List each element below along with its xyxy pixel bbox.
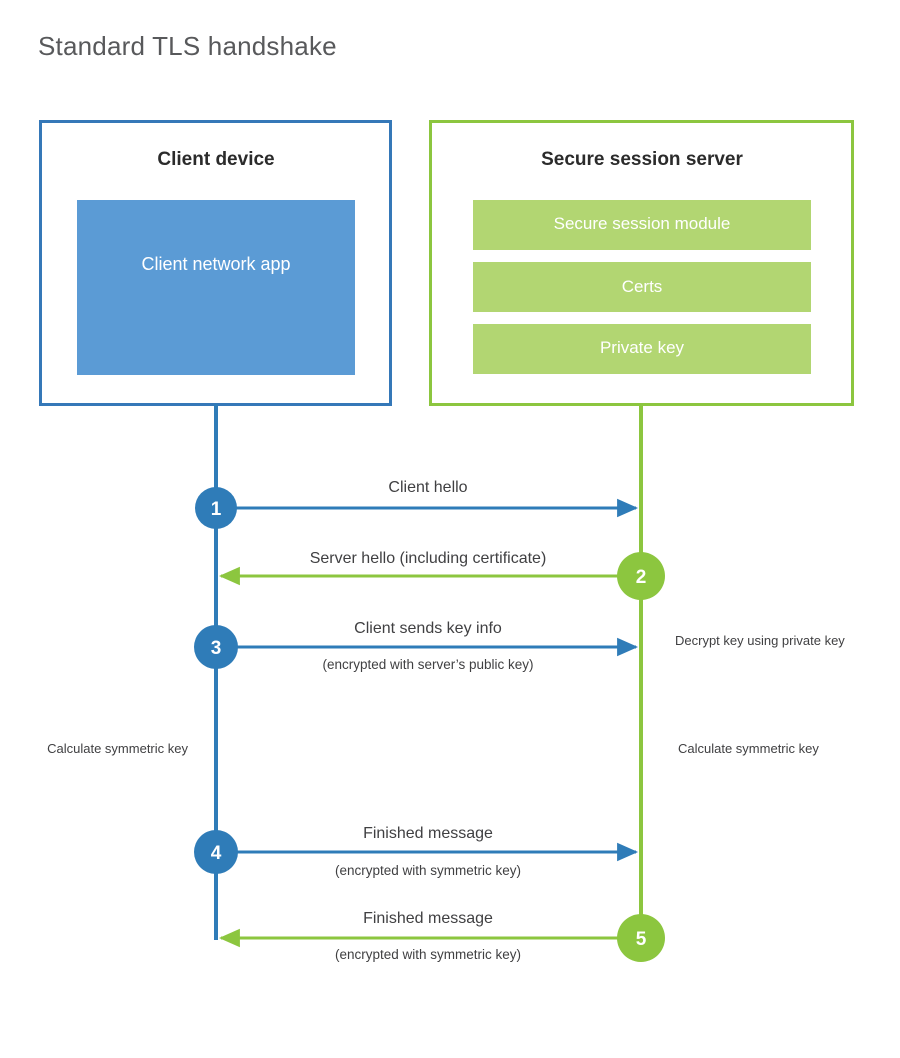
- step-label-4-sub: (encrypted with symmetric key): [334, 863, 522, 878]
- annotation-client-calculate-symmetric-key: Calculate symmetric key: [47, 741, 188, 756]
- step-marker-3: [194, 625, 238, 669]
- step-marker-2: [617, 552, 665, 600]
- server-item-block-0: [473, 200, 811, 250]
- step-number-2: 2: [635, 567, 647, 588]
- step-label-1-main: Client hello: [388, 479, 468, 496]
- step-label-2-main: Server hello (including certificate): [309, 550, 547, 567]
- step-label-5-main: Finished message: [363, 910, 493, 927]
- step-number-3: 3: [210, 638, 222, 659]
- server-item-block-1: [473, 262, 811, 312]
- step-number-1: 1: [210, 499, 222, 520]
- server-item-label-certs: Certs: [621, 277, 663, 296]
- step-label-5-sub: (encrypted with symmetric key): [334, 947, 522, 962]
- page-title: Standard TLS handshake: [38, 31, 337, 61]
- server-item-label-private-key: Private key: [599, 338, 685, 357]
- client-network-app-block: [77, 200, 355, 375]
- server-item-label-secure-session-module: Secure session module: [553, 214, 731, 233]
- step-marker-5: [617, 914, 665, 962]
- step-number-4: 4: [210, 843, 222, 864]
- annotation-server-calculate-symmetric-key: Calculate symmetric key: [678, 741, 819, 756]
- step-label-3-sub: (encrypted with server’s public key): [322, 657, 534, 672]
- step-marker-4: [194, 830, 238, 874]
- step-number-5: 5: [635, 929, 647, 950]
- client-network-app-label: Client network app: [141, 254, 291, 274]
- server-item-block-2: [473, 324, 811, 374]
- secure-session-server-title: Secure session server: [541, 149, 743, 170]
- step-label-3-main: Client sends key info: [354, 620, 502, 637]
- step-label-4-main: Finished message: [363, 825, 493, 842]
- annotation-server-decrypt: Decrypt key using private key: [675, 633, 845, 648]
- step-marker-1: [195, 487, 237, 529]
- client-device-title: Client device: [157, 149, 275, 170]
